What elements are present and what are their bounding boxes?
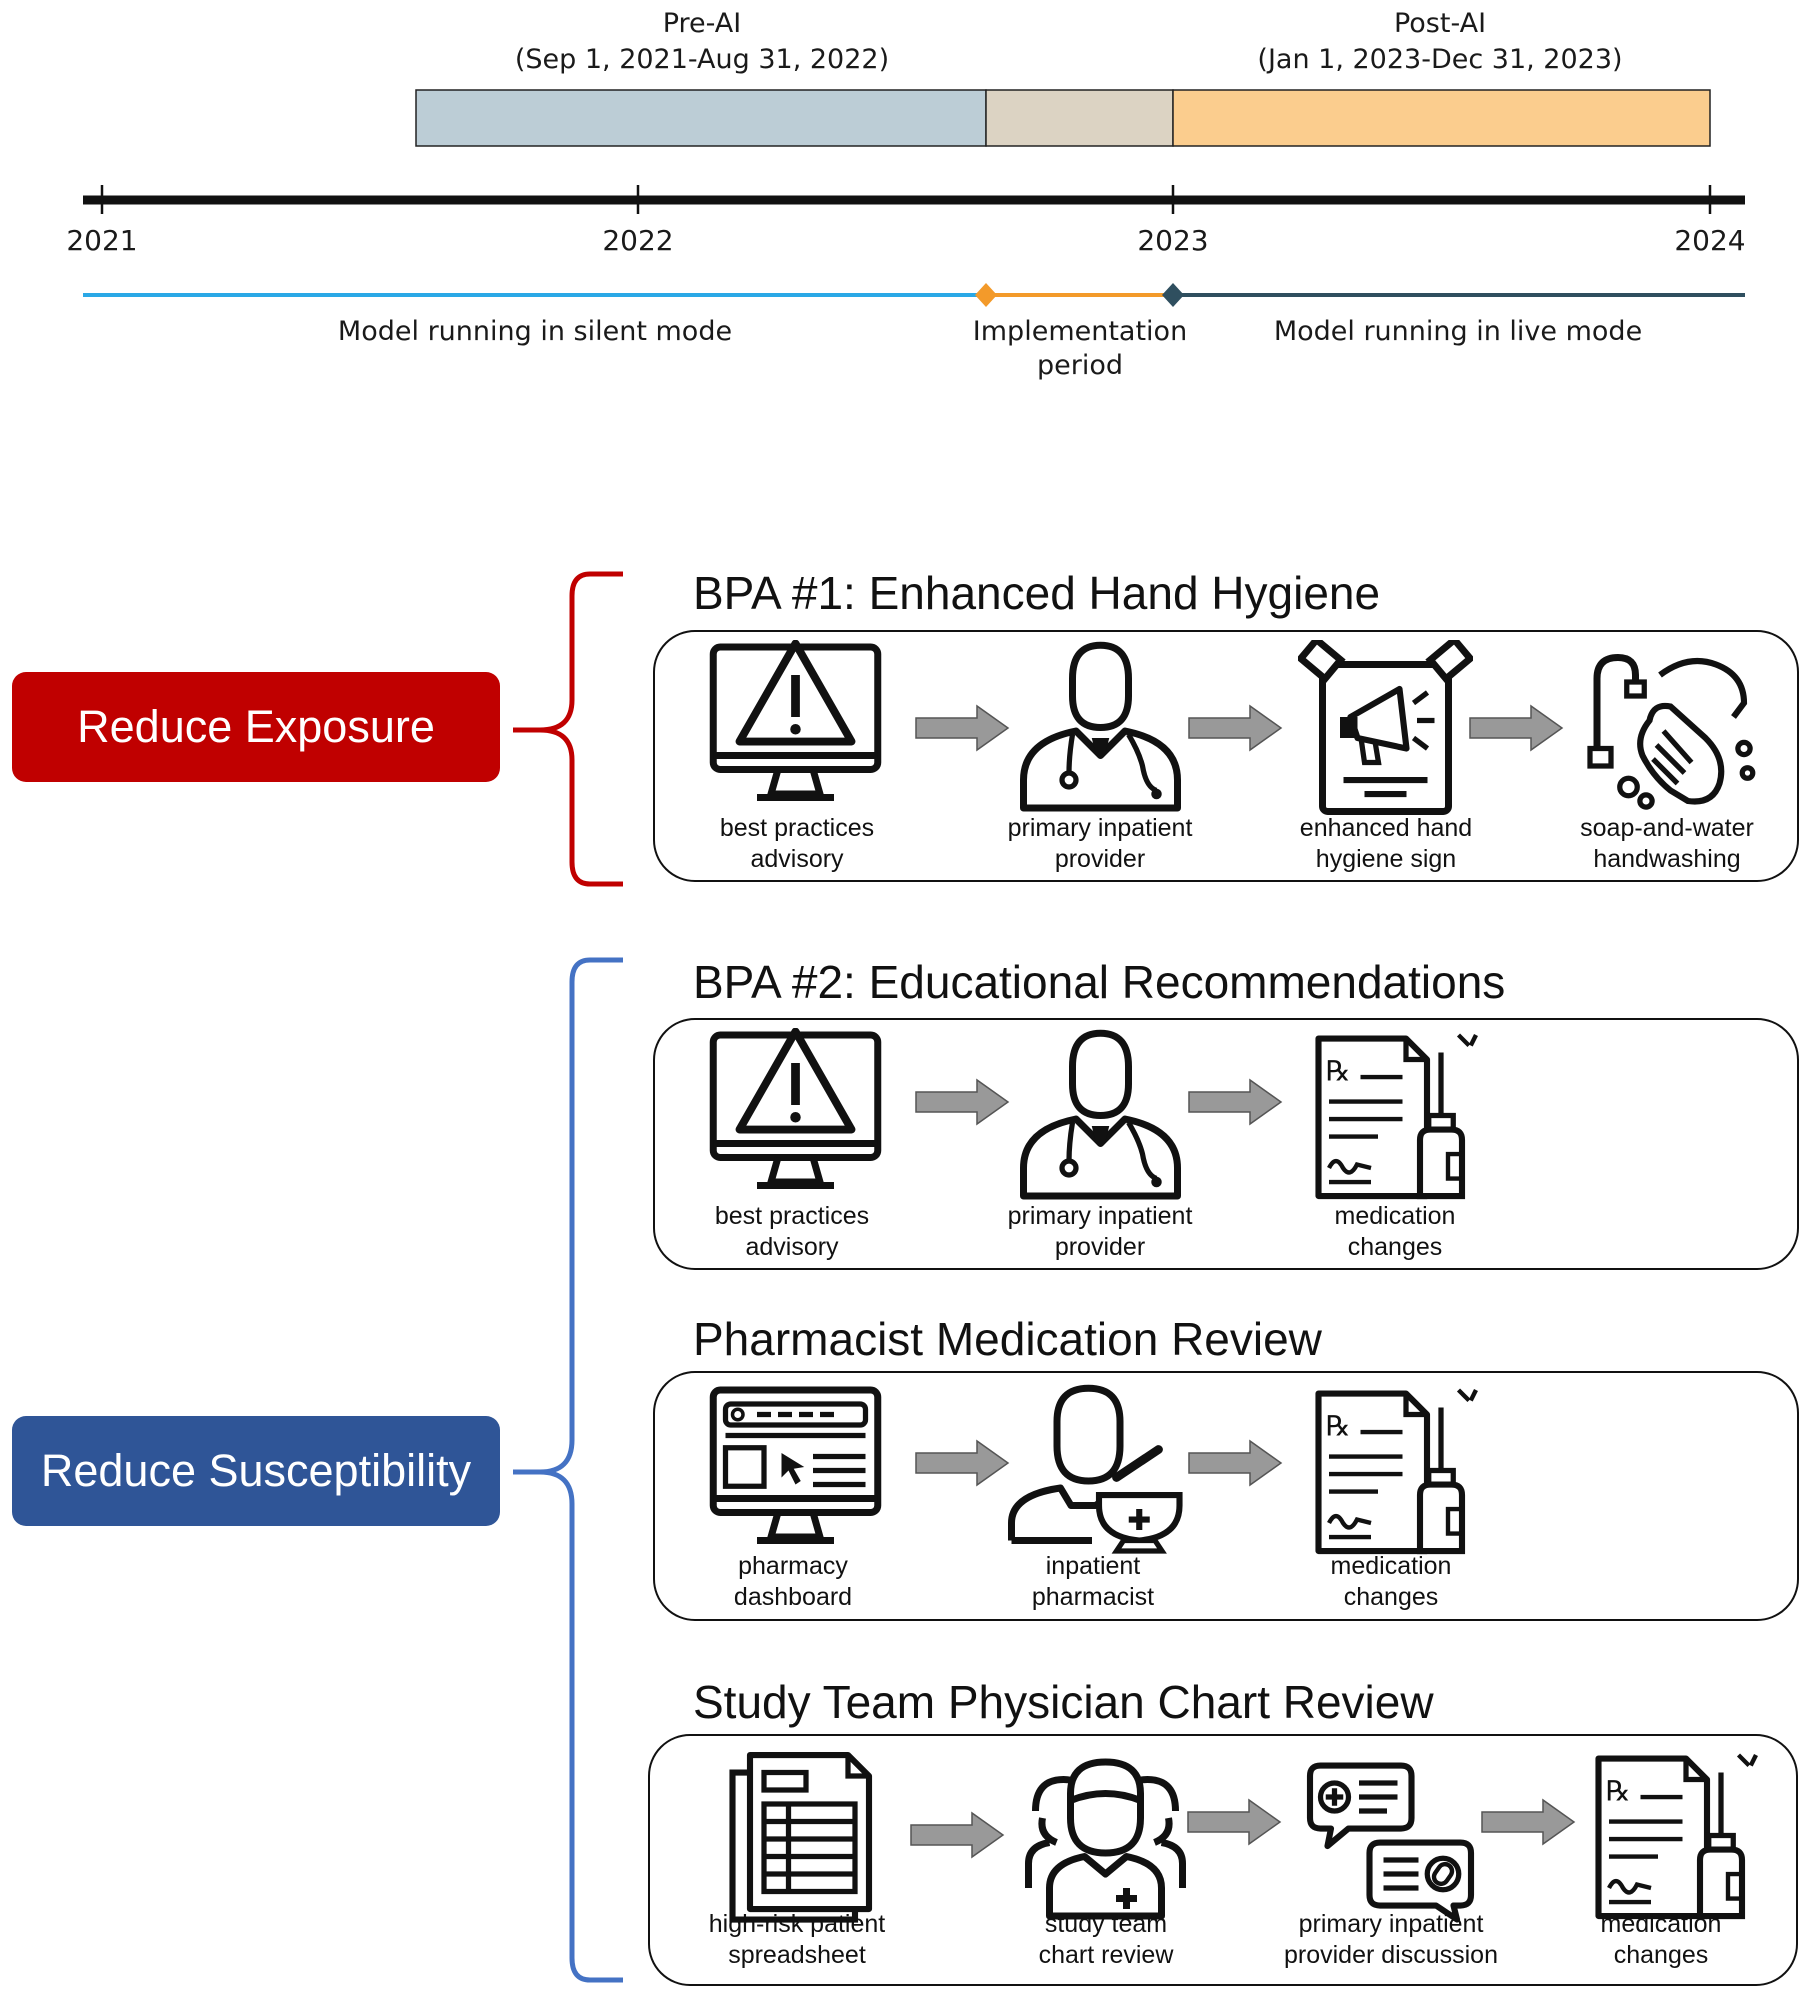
step-label: medication xyxy=(1600,1910,1722,1938)
arrow-icon xyxy=(1188,1078,1283,1126)
doctor-icon xyxy=(1020,641,1181,812)
prescription-icon: ℞ xyxy=(1315,1033,1478,1200)
alert-monitor-icon xyxy=(709,1028,882,1189)
pre-ai-title: Pre-AI xyxy=(662,8,742,39)
step-label: advisory xyxy=(745,1233,839,1261)
silent-mode-label: Model running in silent mode xyxy=(337,316,733,347)
arrow-icon xyxy=(915,1078,1010,1126)
step-label: inpatient xyxy=(1045,1552,1141,1580)
live-mode-label: Model running in live mode xyxy=(1273,316,1643,347)
section-title-bpa2: BPA #2: Educational Recommendations xyxy=(693,956,1506,1008)
implementation-label-line2: period xyxy=(1036,350,1123,381)
step-label: enhanced hand xyxy=(1299,814,1473,842)
exposure-brace xyxy=(513,571,623,887)
section-title-pharmacist: Pharmacist Medication Review xyxy=(693,1313,1322,1365)
post-ai-title: Post-AI xyxy=(1393,8,1487,39)
implementation-bar xyxy=(985,89,1174,147)
prescription-icon: ℞ xyxy=(1315,1388,1478,1555)
svg-text:℞: ℞ xyxy=(1606,1775,1631,1808)
live-start-diamond xyxy=(1162,283,1184,307)
step-label: provider discussion xyxy=(1284,1941,1498,1969)
arrow-icon xyxy=(915,1439,1010,1487)
post-ai-range: (Jan 1, 2023-Dec 31, 2023) xyxy=(1257,44,1623,75)
timeline-graphic xyxy=(83,89,1745,307)
section-title-chart-review: Study Team Physician Chart Review xyxy=(693,1676,1434,1728)
prescription-icon: ℞ xyxy=(1595,1753,1758,1920)
step-label: changes xyxy=(1343,1583,1439,1611)
step-label: pharmacist xyxy=(1031,1583,1155,1611)
tick-label-2024: 2024 xyxy=(1674,224,1746,257)
implementation-start-diamond xyxy=(975,283,997,307)
reduce-exposure-tag: Reduce Exposure xyxy=(12,672,500,782)
step-label: dashboard xyxy=(733,1583,853,1611)
svg-text:℞: ℞ xyxy=(1326,1055,1351,1088)
step-label: hygiene sign xyxy=(1315,845,1457,873)
step-label: best practices xyxy=(719,814,875,842)
arrow-icon xyxy=(915,704,1010,752)
step-label: primary inpatient xyxy=(1007,814,1193,842)
arrow-icon xyxy=(1469,704,1564,752)
step-label: primary inpatient xyxy=(1298,1910,1484,1938)
pharmacist-icon xyxy=(1008,1384,1183,1554)
section-title-bpa1: BPA #1: Enhanced Hand Hygiene xyxy=(693,567,1381,619)
implementation-label-line1: Implementation xyxy=(972,316,1188,347)
braces xyxy=(513,571,623,1983)
step-label: chart review xyxy=(1038,1941,1174,1969)
post-ai-bar xyxy=(1172,89,1711,147)
step-label: provider xyxy=(1054,845,1146,873)
pre-ai-range: (Sep 1, 2021-Aug 31, 2022) xyxy=(514,44,890,75)
arrow-icon xyxy=(1188,1439,1283,1487)
team-icon xyxy=(1025,1758,1186,1920)
dashboard-monitor-icon xyxy=(709,1386,882,1544)
step-label: medication xyxy=(1334,1202,1456,1230)
arrow-icon xyxy=(1481,1798,1576,1846)
reduce-susceptibility-tag: Reduce Susceptibility xyxy=(12,1416,500,1526)
step-label: medication xyxy=(1330,1552,1452,1580)
step-label: high-risk patient xyxy=(708,1910,886,1938)
step-label: primary inpatient xyxy=(1007,1202,1193,1230)
step-label: changes xyxy=(1347,1233,1443,1261)
tick-label-2021: 2021 xyxy=(66,224,138,257)
step-label: advisory xyxy=(750,845,844,873)
step-label: study team xyxy=(1044,1910,1168,1938)
handwashing-icon xyxy=(1587,653,1756,810)
doctor-icon xyxy=(1020,1029,1181,1200)
step-label: provider xyxy=(1054,1233,1146,1261)
step-label: spreadsheet xyxy=(728,1941,866,1969)
tick-label-2022: 2022 xyxy=(602,224,674,257)
pre-ai-bar xyxy=(415,89,987,147)
arrow-icon xyxy=(910,1811,1005,1859)
hygiene-sign-icon xyxy=(1298,640,1473,815)
step-label: soap-and-water xyxy=(1580,814,1754,842)
step-label: best practices xyxy=(714,1202,870,1230)
spreadsheet-icon xyxy=(729,1751,873,1923)
tick-label-2023: 2023 xyxy=(1137,224,1209,257)
step-label: handwashing xyxy=(1593,845,1741,873)
alert-monitor-icon xyxy=(709,640,882,801)
discussion-icon xyxy=(1306,1762,1475,1923)
step-label: pharmacy xyxy=(738,1552,848,1580)
svg-text:℞: ℞ xyxy=(1326,1410,1351,1443)
arrow-icon xyxy=(1188,704,1283,752)
step-label: changes xyxy=(1613,1941,1709,1969)
susceptibility-brace xyxy=(513,957,623,1983)
arrow-icon xyxy=(1187,1798,1282,1846)
